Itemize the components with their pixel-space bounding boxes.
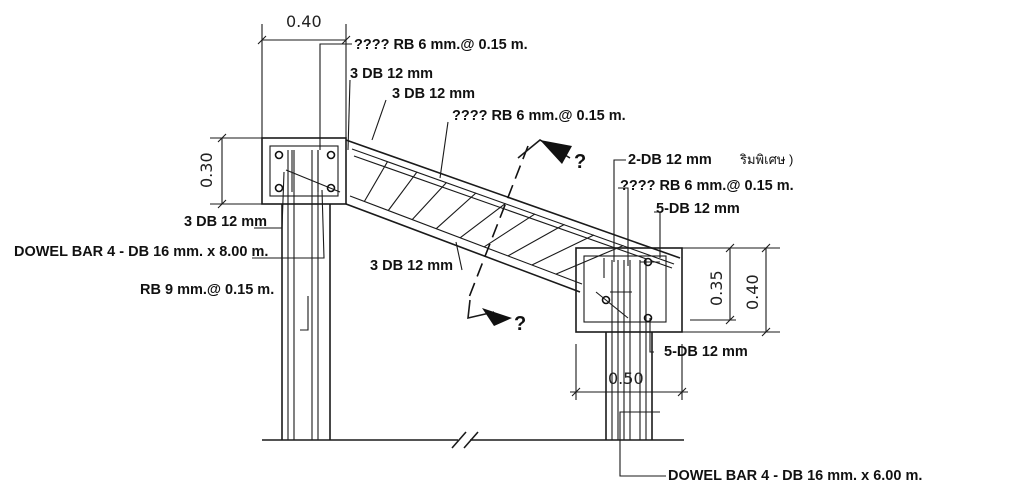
- leader-lines: [252, 43, 666, 477]
- label-dowel-left: DOWEL BAR 4 - DB 16 mm. x 8.00 m.: [14, 244, 268, 260]
- label-slab-3db-bottom: 3 DB 12 mm: [370, 258, 453, 274]
- label-extra-2db: 2-DB 12 mm: [628, 152, 712, 168]
- slab-stirrup-line: [435, 192, 477, 230]
- dim-right-heights: [682, 243, 780, 337]
- dim-right-width: [570, 344, 688, 400]
- slab-stirrup-line: [507, 223, 565, 257]
- slab-stirrup-line: [363, 161, 389, 202]
- dim-left-width: [257, 24, 351, 138]
- label-slab-stirrup: ???? RB 6 mm.@ 0.15 m.: [452, 108, 626, 124]
- slab-stirrup-line: [483, 213, 536, 248]
- label-top-stirrup: ???? RB 6 mm.@ 0.15 m.: [354, 37, 528, 53]
- dim-left-width-label: 0.40: [286, 12, 322, 31]
- label-right-stirrup: ???? RB 6 mm.@ 0.15 m.: [620, 178, 794, 194]
- left-column: [281, 150, 331, 440]
- dim-right-width-label: 0.50: [608, 369, 644, 388]
- slab-stirrup-line: [411, 182, 448, 220]
- label-top-3db-a: 3 DB 12 mm: [350, 66, 433, 82]
- ground-line: [262, 431, 684, 449]
- dim-left-height: [210, 133, 262, 209]
- slab-stirrup-line: [555, 244, 624, 275]
- right-column: [605, 260, 653, 440]
- slab-stirrup-line: [459, 202, 506, 239]
- section-mark-upper: ?: [574, 151, 586, 173]
- slab-stirrup-line: [531, 234, 595, 266]
- label-dowel-right: DOWEL BAR 4 - DB 16 mm. x 6.00 m.: [668, 468, 922, 484]
- label-rb9: RB 9 mm.@ 0.15 m.: [140, 282, 274, 298]
- section-mark-lower: ?: [514, 313, 526, 335]
- dim-right-height-outer-label: 0.40: [743, 274, 762, 310]
- label-extra-note: ริมพิเศษ ): [739, 152, 793, 167]
- dim-right-height-inner-label: 0.35: [707, 270, 726, 306]
- slab-stirrups: [363, 161, 624, 275]
- section-cut: [467, 139, 572, 326]
- slab-stirrup-line: [387, 171, 418, 211]
- label-left-3db-bottom: 3 DB 12 mm: [184, 214, 267, 230]
- label-right-5db-top: 5-DB 12 mm: [656, 201, 740, 217]
- label-top-3db-b: 3 DB 12 mm: [392, 86, 475, 102]
- label-right-5db-bottom: 5-DB 12 mm: [664, 344, 748, 360]
- left-beam: [261, 137, 347, 205]
- stair-slab: [345, 139, 681, 293]
- right-beam: [575, 247, 683, 333]
- dim-left-height-label: 0.30: [197, 152, 216, 188]
